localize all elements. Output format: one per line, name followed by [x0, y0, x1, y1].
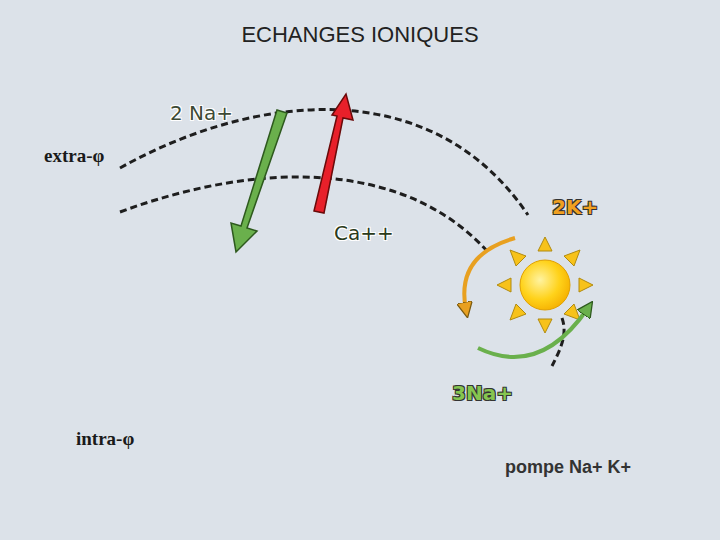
membrane-inner — [120, 177, 488, 252]
compartment-label: intra-φ — [76, 428, 134, 450]
ion-label: 2K+ — [552, 196, 598, 219]
pump-label: pompe Na+ K+ — [505, 457, 631, 478]
sodium-curved-arrow — [478, 308, 588, 357]
ion-label: 3Na+ — [452, 382, 513, 405]
compartment-label: extra-φ — [44, 145, 104, 167]
sodium-arrow — [231, 110, 287, 252]
potassium-curved-arrow — [464, 238, 515, 310]
ion-label: 2 Na+ — [170, 102, 233, 125]
title: ECHANGES IONIQUES — [241, 22, 478, 47]
ion-label: Ca++ — [334, 222, 394, 245]
calcium-arrow — [314, 94, 353, 213]
